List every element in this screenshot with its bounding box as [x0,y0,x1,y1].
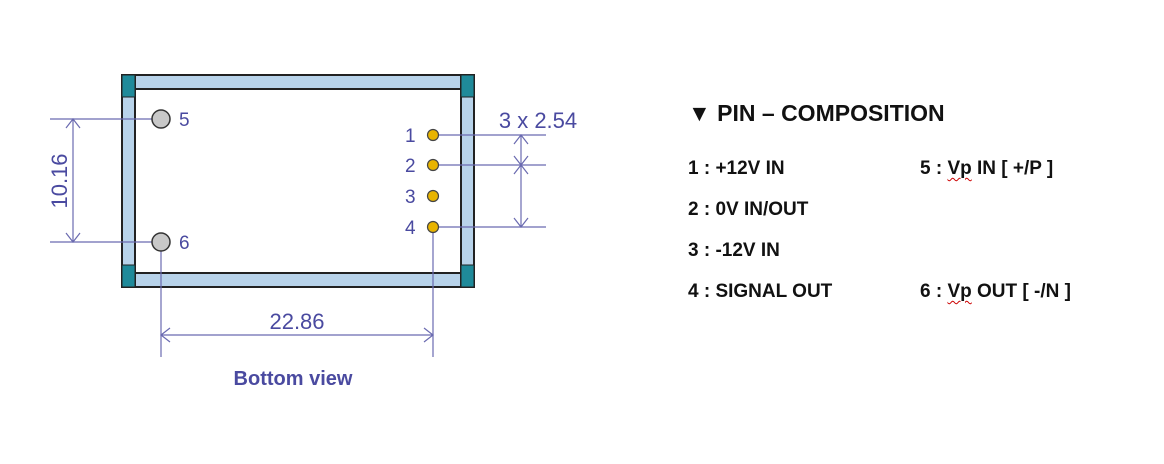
pin-composition-panel: ▼ PIN – COMPOSITION 1 : +12V IN 5 : Vp I… [688,96,1148,336]
pin-2-yellow [426,158,440,172]
pin-5-grey [151,109,171,129]
pin-row-1: 1 : +12V IN [688,158,785,179]
pin-row-5-prefix: 5 : [920,158,948,179]
view-label: Bottom view [234,368,353,390]
pin-1-label: 1 [405,126,416,147]
pin-row-5: 5 : Vp IN [ +/P ] [920,158,1053,180]
pin-row-3: 3 : -12V IN [688,240,780,261]
pin-row-2: 2 : 0V IN/OUT [688,199,809,220]
dimension-lines [50,118,546,357]
pin-2-label: 2 [405,156,416,177]
pin-composition-title: ▼ PIN – COMPOSITION [688,100,945,127]
pin-6-grey [151,232,171,252]
pin-row-6-vp: Vp [947,281,972,302]
pin-row-6: 6 : Vp OUT [ -/N ] [920,281,1071,303]
pin-composition-heading: PIN – COMPOSITION [717,100,945,126]
pin-row-6-suffix: OUT [ -/N ] [971,281,1071,302]
pin-row-5-suffix: IN [ +/P ] [971,158,1054,179]
frame-left-bar [121,74,136,288]
frame-corner-tl [121,74,136,98]
pin-3-yellow [426,189,440,203]
pin-row-4: 4 : SIGNAL OUT [688,281,833,302]
frame-top-bar [121,74,475,90]
frame-corner-tr [460,74,475,98]
dim-width-label: 22.86 [269,309,324,334]
pin-4-label: 4 [405,218,416,239]
frame-right-bar [460,74,475,288]
dim-height-label: 10.16 [47,153,72,208]
triangle-down-icon: ▼ [688,100,711,126]
pin-1-yellow [426,128,440,142]
pin-row-6-prefix: 6 : [920,281,948,302]
pin-6-label: 6 [179,233,190,254]
module-frame [121,74,475,288]
pin-4-yellow [426,220,440,234]
frame-corner-bl [121,264,136,288]
pin-3-label: 3 [405,187,416,208]
module-diagram: 5 6 1 2 3 4 10.16 22.86 3 x 2.54 Bottom … [47,74,577,390]
frame-bottom-bar [121,272,475,288]
pin-row-5-vp: Vp [947,158,972,179]
pin-5-label: 5 [179,110,190,131]
dim-pitch-label: 3 x 2.54 [499,108,577,133]
frame-corner-br [460,264,475,288]
